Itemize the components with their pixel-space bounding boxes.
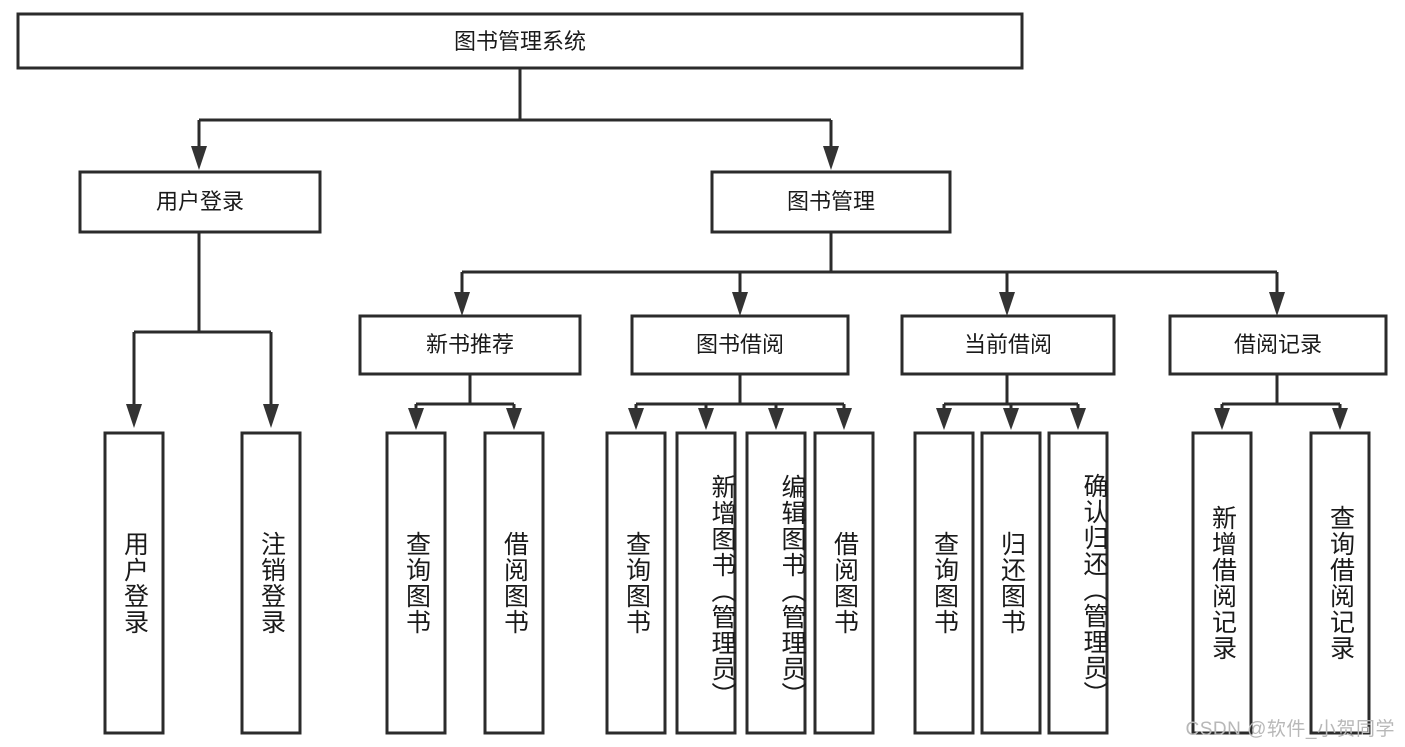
node-box-leaf-query-book-2[interactable] xyxy=(605,431,667,735)
connector-current-borrow-to-leaves xyxy=(936,374,1086,430)
node-box-book-manage[interactable] xyxy=(710,170,952,234)
node-box-root[interactable] xyxy=(16,12,1024,70)
arrow-head-to-leaf-add-record xyxy=(1214,408,1230,430)
connector-user-login-to-leaves xyxy=(126,232,279,428)
arrow-head-to-book-borrow xyxy=(732,292,748,316)
node-box-leaf-confirm-return[interactable] xyxy=(1047,431,1109,735)
arrow-head-to-leaf-user-logout xyxy=(263,404,279,428)
node-box-leaf-query-record[interactable] xyxy=(1309,431,1371,735)
node-box-borrow-record[interactable] xyxy=(1168,314,1388,376)
csdn-watermark: CSDN @软件_小贺同学 xyxy=(1185,719,1395,740)
node-box-leaf-add-book[interactable] xyxy=(675,431,737,735)
arrow-head-to-leaf-borrow-book-2 xyxy=(836,408,852,430)
node-label-root: 图书管理系统 xyxy=(454,29,586,54)
arrow-head-to-leaf-query-book-1 xyxy=(408,408,424,430)
arrow-head-to-borrow-record xyxy=(1269,292,1285,316)
arrow-head-to-new-book-recommend xyxy=(454,292,470,316)
arrow-head-to-leaf-return-book xyxy=(1003,408,1019,430)
arrow-head-to-leaf-user-login xyxy=(126,404,142,428)
arrow-head-to-leaf-edit-book xyxy=(768,408,784,430)
arrow-head-to-leaf-query-book-3 xyxy=(936,408,952,430)
node-box-leaf-query-book-1[interactable] xyxy=(385,431,447,735)
arrow-head-to-leaf-query-record xyxy=(1332,408,1348,430)
arrow-head-to-leaf-add-book xyxy=(698,408,714,430)
node-box-new-book-recommend[interactable] xyxy=(358,314,582,376)
connector-book-borrow-to-leaves xyxy=(628,374,852,430)
node-label-borrow-record: 借阅记录 xyxy=(1234,332,1322,357)
node-label-user-login: 用户登录 xyxy=(156,189,244,214)
arrow-head-to-leaf-query-book-2 xyxy=(628,408,644,430)
connector-borrow-record-to-leaves xyxy=(1214,374,1348,430)
arrow-head-to-user-login xyxy=(191,146,207,170)
connector-root-to-level2 xyxy=(191,68,839,170)
connector-new-book-recommend-to-leaves xyxy=(408,374,522,430)
node-label-new-book-recommend: 新书推荐 xyxy=(426,332,514,357)
node-box-leaf-query-book-3[interactable] xyxy=(913,431,975,735)
node-box-leaf-user-logout[interactable] xyxy=(240,431,302,735)
node-box-leaf-add-record[interactable] xyxy=(1191,431,1253,735)
node-box-user-login[interactable] xyxy=(78,170,322,234)
node-label-book-borrow: 图书借阅 xyxy=(696,332,784,357)
arrow-head-to-current-borrow xyxy=(999,292,1015,316)
node-box-book-borrow[interactable] xyxy=(630,314,850,376)
node-box-leaf-borrow-book-2[interactable] xyxy=(813,431,875,735)
node-box-current-borrow[interactable] xyxy=(900,314,1116,376)
node-box-leaf-edit-book[interactable] xyxy=(745,431,807,735)
node-box-leaf-user-login[interactable] xyxy=(103,431,165,735)
arrow-head-to-leaf-borrow-book-1 xyxy=(506,408,522,430)
node-label-book-manage: 图书管理 xyxy=(787,189,875,214)
node-box-leaf-borrow-book-1[interactable] xyxy=(483,431,545,735)
arrow-head-to-leaf-confirm-return xyxy=(1070,408,1086,430)
connector-book-manage-to-level3 xyxy=(454,232,1285,316)
node-label-current-borrow: 当前借阅 xyxy=(964,332,1052,357)
node-box-leaf-return-book[interactable] xyxy=(980,431,1042,735)
arrow-head-to-book-manage xyxy=(823,146,839,170)
